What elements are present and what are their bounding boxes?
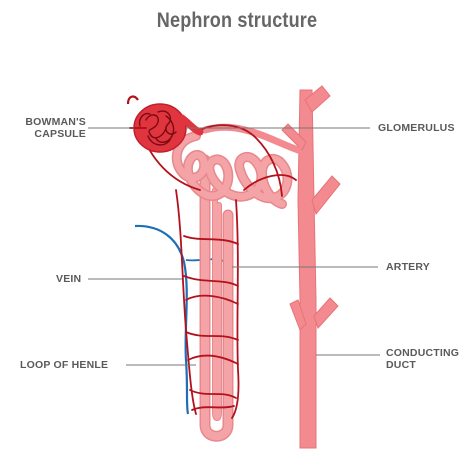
label-bowmans-capsule-line1: BOWMAN'S: [25, 116, 86, 128]
peritubular-capillaries: [139, 124, 297, 419]
vein-vessel: [134, 224, 190, 415]
diagram-title: Nephron structure: [156, 9, 318, 32]
glomerulus-tuft: [129, 110, 177, 146]
loop-of-henle: [199, 154, 234, 442]
duct-trunk: [297, 89, 317, 449]
label-conducting-duct-line2: DUCT: [386, 359, 416, 371]
label-glomerulus: GLOMERULUS: [378, 122, 455, 134]
duct-branch-mid: [311, 175, 341, 216]
leader-lines: [88, 127, 380, 366]
label-conducting-duct-line1: CONDUCTING: [386, 347, 460, 359]
label-loop-of-henle: LOOP OF HENLE: [20, 359, 109, 371]
duct-branch-upleft: [281, 123, 307, 151]
label-artery: ARTERY: [386, 261, 430, 273]
duct-branch-top: [304, 85, 331, 113]
label-bowmans-capsule: BOWMAN'S CAPSULE: [20, 116, 86, 140]
duct-branch-low: [313, 297, 339, 329]
convoluted-tubules: [171, 131, 293, 209]
label-conducting-duct: CONDUCTING DUCT: [386, 347, 459, 371]
label-bowmans-capsule-line2: CAPSULE: [34, 128, 86, 140]
conducting-duct-tree: [281, 85, 341, 449]
bowmans-capsule: [126, 95, 204, 153]
label-vein: VEIN: [56, 273, 82, 285]
duct-branch-left: [289, 299, 307, 331]
